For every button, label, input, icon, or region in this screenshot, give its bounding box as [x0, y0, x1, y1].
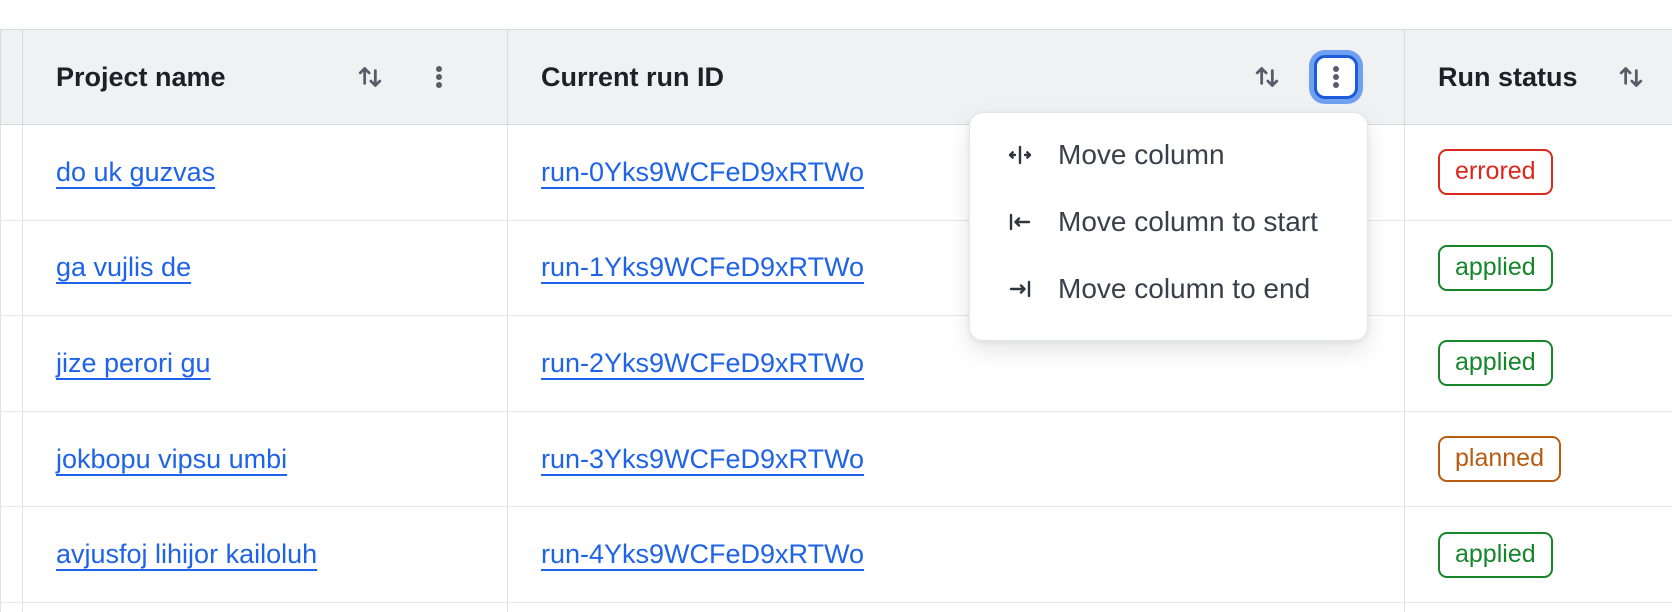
project-link[interactable]: ga vujlis de	[56, 252, 192, 283]
project-link[interactable]: do uk guzvas	[56, 156, 216, 187]
table-row: ga vujlis de run-1Yks9WCFeD9xRTWo applie…	[0, 220, 1672, 317]
project-name-cell	[23, 602, 508, 612]
kebab-menu-icon[interactable]	[417, 55, 461, 99]
status-badge: errored	[1438, 149, 1553, 196]
run-status-cell: planned	[1405, 412, 1672, 507]
run-status-cell: errored	[1405, 125, 1672, 220]
menu-item-label: Move column to start	[1058, 205, 1318, 237]
table-row: do uk guzvas run-0Yks9WCFeD9xRTWo errore…	[0, 125, 1672, 221]
project-name-cell: ga vujlis de	[23, 220, 508, 316]
menu-item-move-column-to-start[interactable]: Move column to start	[970, 188, 1367, 255]
header-cell-project-name: Project name	[23, 30, 508, 124]
column-header-project-name-label: Project name	[56, 61, 226, 92]
run-id-link[interactable]: run-4Yks9WCFeD9xRTWo	[541, 539, 865, 570]
column-header-current-run-id-label: Current run ID	[541, 61, 725, 92]
run-id-cell: run-3Yks9WCFeD9xRTWo	[508, 411, 1405, 507]
row-stub-cell	[0, 125, 23, 220]
column-header-run-status-label: Run status	[1438, 61, 1578, 92]
run-status-cell: applied	[1405, 221, 1672, 316]
project-name-cell: jize perori gu	[23, 316, 508, 411]
menu-item-move-column-to-end[interactable]: Move column to end	[970, 255, 1367, 322]
status-badge: planned	[1438, 436, 1561, 483]
row-stub-cell	[0, 411, 23, 507]
kebab-menu-icon[interactable]	[1314, 55, 1358, 99]
sort-icon[interactable]	[1614, 55, 1648, 99]
run-id-link[interactable]: run-2Yks9WCFeD9xRTWo	[541, 347, 865, 378]
column-menu-dropdown: Move column Move column to start Move co…	[969, 112, 1368, 341]
table-row-partial	[0, 602, 1672, 612]
table-header-row: Project name Curre	[0, 29, 1672, 125]
header-stub-cell	[0, 30, 23, 124]
menu-item-label: Move column to end	[1058, 272, 1311, 304]
status-badge: applied	[1438, 244, 1553, 291]
run-status-header-controls	[1614, 55, 1672, 99]
project-name-cell: do uk guzvas	[23, 125, 508, 220]
sort-icon[interactable]	[1250, 55, 1284, 99]
menu-item-move-column[interactable]: Move column	[970, 121, 1367, 188]
run-id-link[interactable]: run-3Yks9WCFeD9xRTWo	[541, 443, 865, 474]
row-stub-cell	[0, 220, 23, 316]
project-link[interactable]: jokbopu vipsu umbi	[56, 443, 288, 474]
run-id-cell: run-1Yks9WCFeD9xRTWo	[508, 220, 1405, 316]
move-column-to-end-icon	[1004, 273, 1036, 305]
run-status-cell: applied	[1405, 507, 1672, 602]
status-badge: applied	[1438, 340, 1553, 387]
run-id-cell: run-4Yks9WCFeD9xRTWo	[508, 507, 1405, 602]
row-stub-cell	[0, 602, 23, 612]
project-link[interactable]: jize perori gu	[56, 347, 211, 378]
move-column-icon	[1004, 139, 1036, 171]
table-row: jize perori gu run-2Yks9WCFeD9xRTWo appl…	[0, 316, 1672, 412]
project-name-header-controls	[353, 55, 507, 99]
row-stub-cell	[0, 316, 23, 411]
move-column-to-start-icon	[1004, 206, 1036, 238]
run-id-link[interactable]: run-1Yks9WCFeD9xRTWo	[541, 252, 865, 283]
run-id-cell	[508, 602, 1405, 612]
header-cell-run-status: Run status	[1405, 30, 1672, 124]
project-name-cell: jokbopu vipsu umbi	[23, 411, 508, 507]
header-cell-current-run-id: Current run ID	[508, 30, 1405, 124]
menu-item-label: Move column	[1058, 138, 1225, 170]
run-id-cell: run-0Yks9WCFeD9xRTWo	[508, 125, 1405, 220]
sort-icon[interactable]	[353, 55, 387, 99]
run-status-cell	[1405, 603, 1672, 612]
run-status-cell: applied	[1405, 316, 1672, 411]
run-id-link[interactable]: run-0Yks9WCFeD9xRTWo	[541, 156, 865, 187]
table-row: jokbopu vipsu umbi run-3Yks9WCFeD9xRTWo …	[0, 411, 1672, 508]
project-name-cell: avjusfoj lihijor kailoluh	[23, 507, 508, 602]
status-badge: applied	[1438, 531, 1553, 578]
project-link[interactable]: avjusfoj lihijor kailoluh	[56, 539, 318, 570]
current-run-id-header-controls	[1250, 55, 1404, 99]
row-stub-cell	[0, 507, 23, 602]
runs-table: Project name Curre	[0, 29, 1672, 612]
table-row: avjusfoj lihijor kailoluh run-4Yks9WCFeD…	[0, 507, 1672, 603]
run-id-cell: run-2Yks9WCFeD9xRTWo	[508, 316, 1405, 411]
